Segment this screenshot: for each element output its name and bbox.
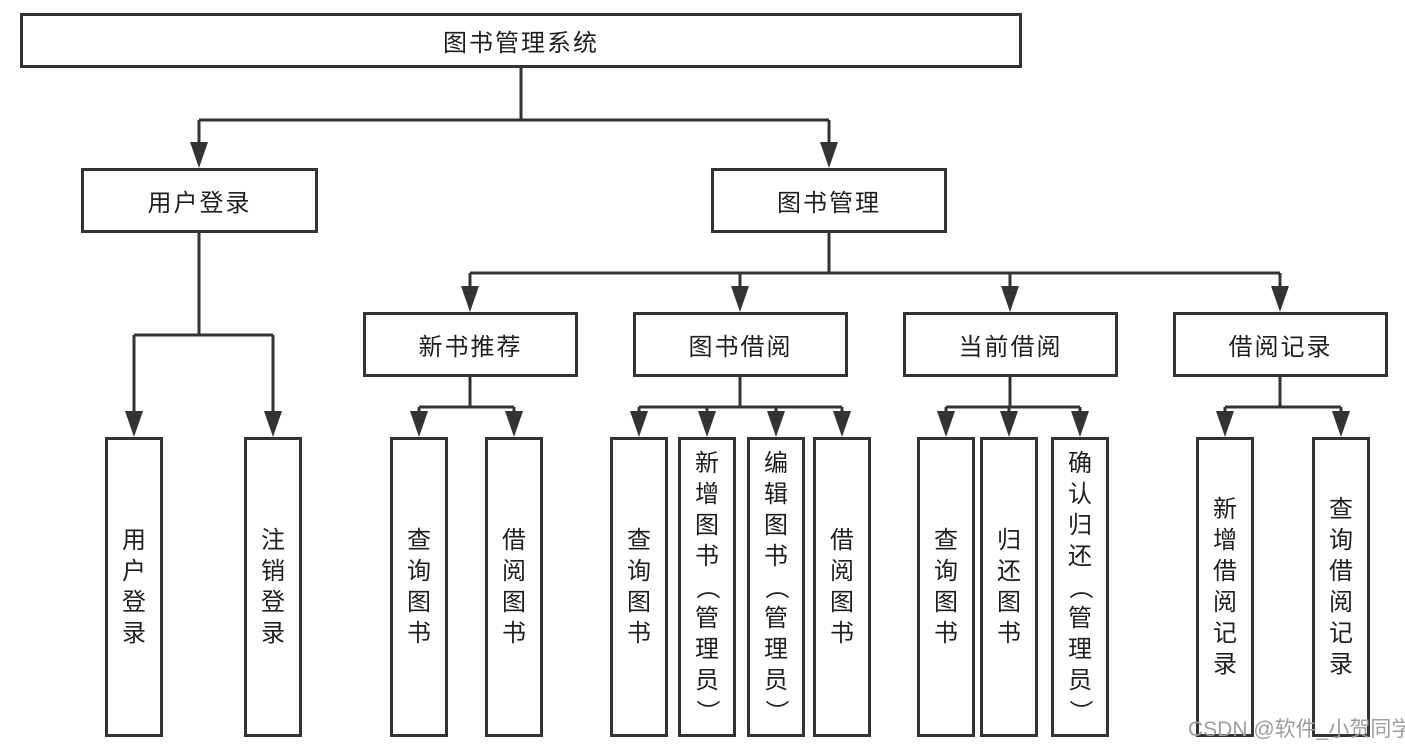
node-book-management: 图书管理: [711, 168, 947, 233]
arrowhead-leaf-query-book-borrow: [630, 411, 648, 437]
node-user-login: 用户登录: [81, 168, 318, 233]
watermark-text: CSDN @软件_小贺同学: [1188, 718, 1405, 741]
leaf-edit-book-admin: 编辑图书（管理员）: [747, 437, 805, 737]
arrowhead-leaf-edit-book-admin: [767, 411, 785, 437]
leaf-confirm-return-admin: 确认归还（管理员）: [1051, 437, 1109, 737]
leaf-query-book-current: 查询图书: [917, 437, 975, 737]
leaf-add-borrow-record: 新增借阅记录: [1196, 437, 1254, 737]
connector-book-borrow-to-leaves: [637, 377, 844, 417]
connector-root-to-level2: [197, 68, 831, 148]
arrowhead-leaf-add-borrow-record: [1216, 411, 1234, 437]
leaf-borrow-book-recommend: 借阅图书: [485, 437, 543, 737]
arrowhead-leaf-query-book-current: [937, 411, 955, 437]
arrowhead-leaf-logout: [264, 411, 282, 437]
leaf-add-book-admin: 新增图书（管理员）: [678, 437, 736, 737]
node-borrow-records: 借阅记录: [1173, 312, 1388, 377]
connector-new-book-recommend-to-leaves: [417, 377, 516, 417]
arrowhead-user-login: [190, 142, 208, 168]
connector-borrow-records-to-leaves: [1223, 377, 1343, 417]
arrowhead-leaf-add-book-admin: [698, 411, 716, 437]
arrowhead-leaf-return-book: [1000, 411, 1018, 437]
node-new-book-recommend: 新书推荐: [363, 312, 578, 377]
leaf-return-book: 归还图书: [980, 437, 1038, 737]
arrowhead-leaf-confirm-return-admin: [1071, 411, 1089, 437]
leaf-query-book-recommend: 查询图书: [390, 437, 448, 737]
leaf-query-book-borrow: 查询图书: [610, 437, 668, 737]
leaf-query-borrow-record: 查询借阅记录: [1312, 437, 1370, 737]
arrowhead-new-book-recommend: [461, 286, 479, 312]
leaf-logout: 注销登录: [244, 437, 302, 737]
arrowhead-leaf-query-borrow-record: [1332, 411, 1350, 437]
connector-user-login-to-leaves: [132, 233, 275, 417]
arrowhead-leaf-user-login: [125, 411, 143, 437]
arrowhead-book-management: [820, 142, 838, 168]
node-current-borrow: 当前借阅: [903, 312, 1118, 377]
arrowhead-current-borrow: [1001, 286, 1019, 312]
connector-current-borrow-to-leaves: [944, 377, 1082, 417]
leaf-user-login: 用户登录: [105, 437, 163, 737]
node-book-borrow: 图书借阅: [633, 312, 848, 377]
connector-book-management-to-level3: [468, 233, 1282, 292]
arrowhead-borrow-records: [1271, 286, 1289, 312]
arrowhead-leaf-borrow-book-recommend: [505, 411, 523, 437]
arrowhead-book-borrow: [731, 286, 749, 312]
arrowhead-leaf-query-book-recommend: [410, 411, 428, 437]
node-root: 图书管理系统: [20, 13, 1022, 68]
arrowhead-leaf-borrow-book: [833, 411, 851, 437]
leaf-borrow-book: 借阅图书: [813, 437, 871, 737]
